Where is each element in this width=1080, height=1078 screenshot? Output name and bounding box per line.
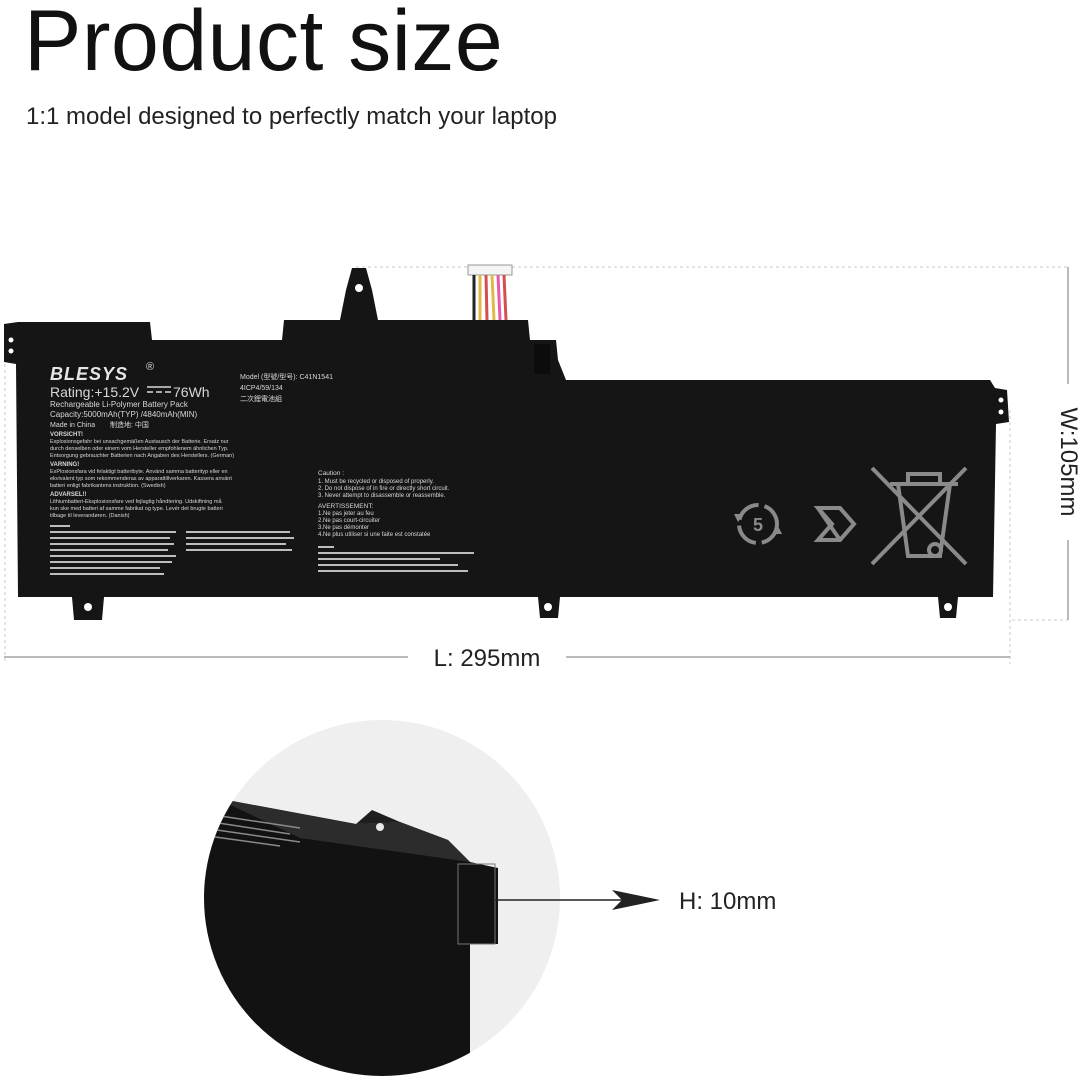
height-label: H: 10mm xyxy=(679,888,776,915)
warn-de-line: Entsorgung gebrauchter Batterien nach An… xyxy=(50,453,234,459)
battery-edge xyxy=(204,798,498,1076)
warn-de-head: VORSICHT! xyxy=(50,432,83,438)
warn-se-line: batteri enligt fabrikantens instruktion.… xyxy=(50,483,166,489)
caution-line: 3. Never attempt to disassemble or reass… xyxy=(318,493,446,499)
caution-head: Caution : xyxy=(318,470,344,477)
mount-hole xyxy=(84,603,92,611)
cell-text: 4ICP4/59/134 xyxy=(240,385,283,392)
caution-line: 2. Do not dispose of in fire or directly… xyxy=(318,486,450,492)
rating-text: Rating:+15.2V xyxy=(50,384,140,400)
mount-hole xyxy=(355,284,363,292)
mobius-recycle-icon xyxy=(813,506,857,542)
warn-de-line: Explosionsgefahr bei unsachgemäßen Austa… xyxy=(50,439,229,445)
battery-diagram: BLESYS ® Rating:+15.2V 76Wh Rechargeable… xyxy=(4,264,1080,672)
cjk-warning-block xyxy=(50,525,294,575)
capacity-text: Capacity:5000mAh(TYP) /4840mAh(MIN) xyxy=(50,410,198,419)
made-in-cn: 制造地: 中国 xyxy=(110,420,149,429)
edge-label-texture xyxy=(207,814,301,847)
mount-hole xyxy=(998,409,1004,415)
pack-type: Rechargeable Li-Polymer Battery Pack xyxy=(50,400,189,409)
connector-socket xyxy=(534,344,550,374)
avert-head: AVERTISSEMENT: xyxy=(318,503,374,510)
warn-dk-line: kun ske med batteri af samme fabrikat og… xyxy=(50,506,223,512)
warn-dk-head: ADVARSEL!! xyxy=(50,492,87,498)
recycle-5-icon: 5 xyxy=(734,503,782,545)
page-subtitle: 1:1 model designed to perfectly match yo… xyxy=(26,103,557,130)
crossed-out-bin-icon xyxy=(870,466,968,566)
warn-dk-line: Lithiumbatteri-Eksplosionsfare ved fejla… xyxy=(50,498,222,505)
warn-de-line: durch denselben oder einem vom Herstelle… xyxy=(50,446,229,452)
jp-warning-block xyxy=(318,546,474,572)
width-label: W:105mm xyxy=(1055,408,1080,517)
caution-line: 1. Must be recycled or disposed of prope… xyxy=(318,479,434,485)
avert-line: 2.Ne pas court-circuiter xyxy=(318,518,380,524)
svg-text:5: 5 xyxy=(753,515,763,535)
warn-se-line: ekvivalent typ som rekommenderas av appa… xyxy=(50,476,232,482)
mount-hole xyxy=(998,397,1004,403)
warn-se-head: VARNING! xyxy=(50,462,79,468)
avert-line: 3.Ne pas démonter xyxy=(318,525,369,531)
page-title: Product size xyxy=(24,0,504,89)
avert-line: 1.Ne pas jeter au feu xyxy=(318,511,374,517)
connector-wires-icon xyxy=(467,264,513,321)
arrow-head xyxy=(612,890,660,910)
brand-logo: BLESYS xyxy=(50,364,128,384)
length-label: L: 295mm xyxy=(434,645,541,672)
model-text: Model (型號/型号): C41N1541 xyxy=(240,372,333,381)
battery-top-surface xyxy=(216,798,470,862)
made-in-text: Made in China xyxy=(50,422,95,429)
wh-text: 76Wh xyxy=(173,384,210,400)
mount-hole xyxy=(8,337,14,343)
warn-se-line: ExPlosionsfara vid felaktigt batteribyte… xyxy=(50,469,228,475)
height-detail: H: 10mm xyxy=(204,720,776,1076)
avert-line: 4.Ne plus utiliser si une faite est cons… xyxy=(318,532,431,538)
mount-hole xyxy=(944,603,952,611)
warn-dk-line: tilbage til leverandøren. (Danish) xyxy=(50,513,130,519)
mount-hole xyxy=(544,603,552,611)
registered-mark: ® xyxy=(146,361,154,373)
height-bracket xyxy=(457,863,496,945)
mount-hole xyxy=(8,348,14,354)
cell-cn-text: 二次鋰電池組 xyxy=(240,394,282,403)
